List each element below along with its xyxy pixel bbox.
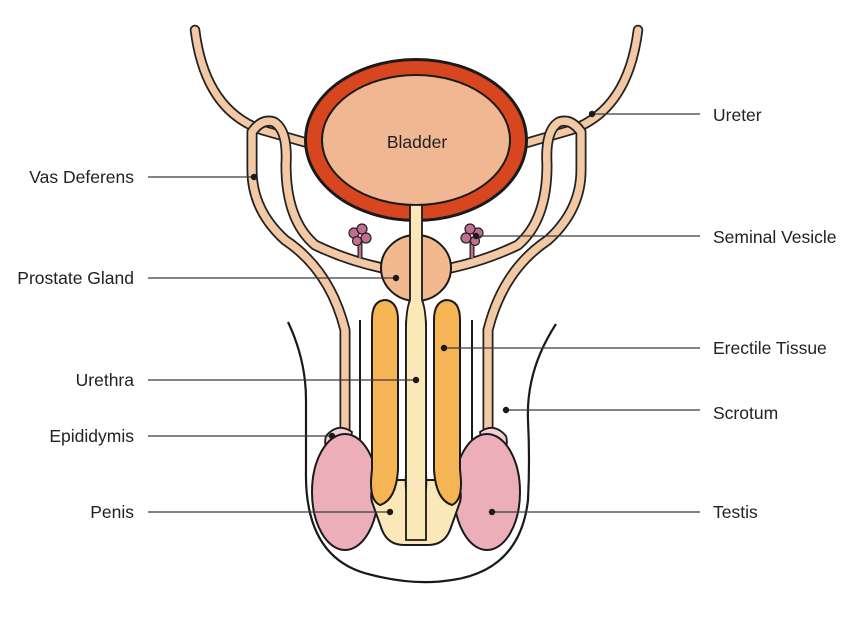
leader-lines [148,110,700,516]
urethra [405,204,427,541]
vas-deferens-right [435,115,587,444]
testis-left [311,426,379,551]
testis-right [453,426,521,551]
label-urethra: Urethra [76,370,135,390]
scrotum-outline [287,321,557,584]
label-erectile-tissue: Erectile Tissue [713,338,827,358]
label-testis: Testis [713,502,758,522]
label-epididymis: Epididymis [49,426,134,446]
label-seminal-vesicle: Seminal Vesicle [713,227,837,247]
bladder [304,58,528,222]
label-penis: Penis [90,502,134,522]
seminal-vesicle-left [348,223,372,258]
label-scrotum: Scrotum [713,403,778,423]
label-prostate-gland: Prostate Gland [17,268,134,288]
seminal-vesicle-right [460,223,484,258]
vas-deferens-left [246,115,398,444]
label-bladder: Bladder [387,132,447,152]
label-vas-deferens: Vas Deferens [29,167,134,187]
label-ureter: Ureter [713,105,762,125]
